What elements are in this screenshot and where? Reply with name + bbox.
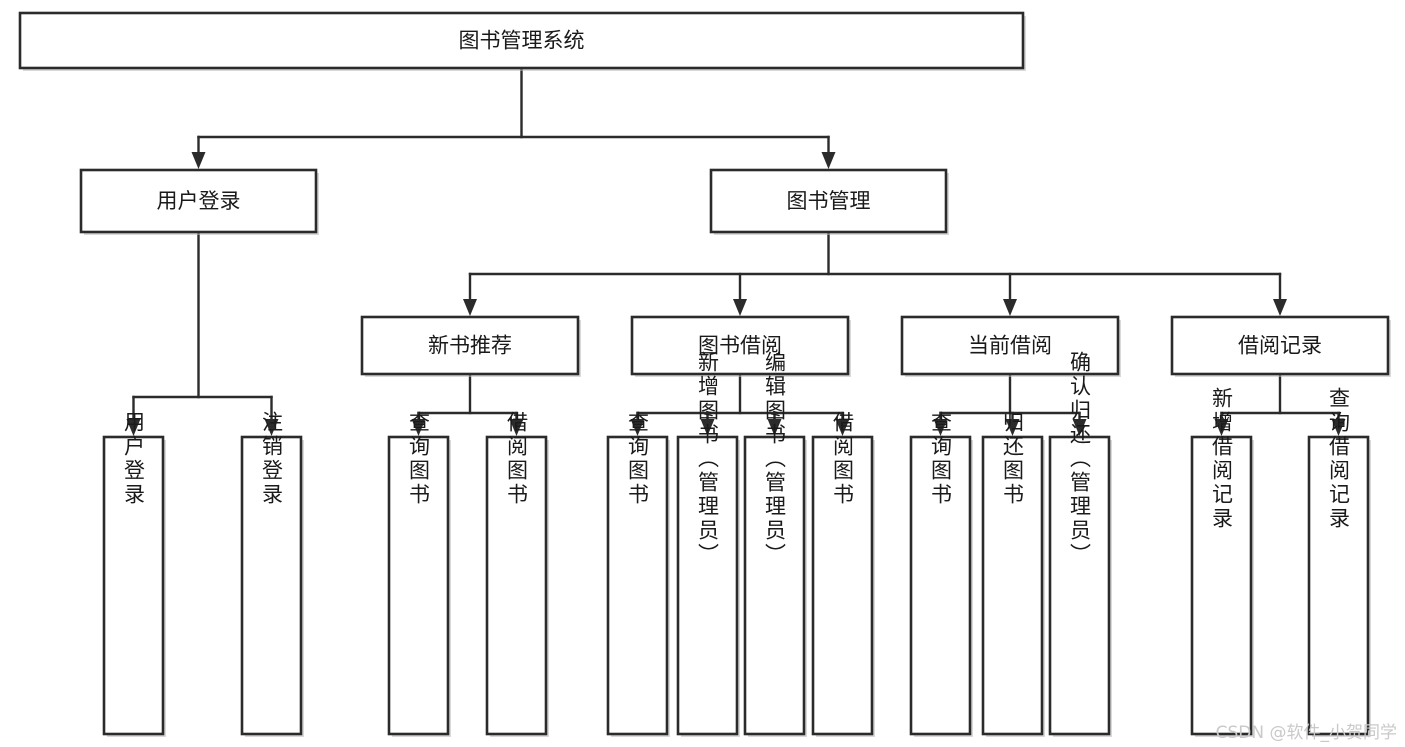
node-label: 查询借阅记录 [1327, 387, 1351, 531]
node-rect[interactable] [1190, 435, 1253, 736]
arrow-head-icon [1214, 419, 1229, 436]
node-rect[interactable] [606, 435, 669, 736]
node-rect[interactable] [743, 435, 806, 736]
node-label: 图书管理系统 [459, 29, 585, 53]
node-rect[interactable] [79, 168, 318, 234]
arrow-head-icon [630, 419, 645, 436]
node-rect[interactable] [811, 435, 874, 736]
node-user-login[interactable]: 用户登录 [79, 168, 319, 235]
node-rect[interactable] [709, 168, 948, 234]
node-label: 用户登录 [122, 411, 146, 507]
arrow-head-icon [767, 419, 782, 436]
node-leaf-logout[interactable]: 注销登录 [240, 411, 304, 737]
node-rect[interactable] [1307, 435, 1370, 736]
node-label: 借阅记录 [1238, 334, 1322, 358]
arrow-head-icon [1273, 299, 1287, 316]
arrow-head-icon [835, 419, 850, 436]
arrow-head-icon [411, 419, 426, 436]
arrow-head-icon [700, 419, 715, 436]
node-borrow-record[interactable]: 借阅记录 [1170, 315, 1391, 377]
arrow-head-icon [1003, 299, 1017, 316]
node-label: 注销登录 [260, 411, 284, 507]
node-leaf-add-record[interactable]: 新增借阅记录 [1190, 387, 1254, 737]
node-leaf-return-book[interactable]: 归还图书 [981, 411, 1045, 737]
node-label: 确认归还（管理员） [1068, 351, 1092, 567]
node-new-book-recommend[interactable]: 新书推荐 [360, 315, 581, 377]
node-label: 新增借阅记录 [1210, 387, 1234, 531]
node-leaf-query-book-rec[interactable]: 查询图书 [387, 411, 451, 737]
node-rect[interactable] [630, 315, 850, 376]
nodes-layer: 图书管理系统用户登录图书管理新书推荐图书借阅当前借阅借阅记录用户登录注销登录查询… [18, 11, 1391, 737]
node-rect[interactable] [485, 435, 548, 736]
node-label: 查询图书 [929, 411, 953, 507]
node-label: 图书借阅 [698, 334, 782, 358]
node-rect[interactable] [909, 435, 972, 736]
node-leaf-borrow-book-rec[interactable]: 借阅图书 [485, 411, 549, 737]
node-label: 借阅图书 [505, 411, 529, 507]
arrow-head-icon [933, 419, 948, 436]
node-leaf-query-book-borrow[interactable]: 查询图书 [606, 411, 670, 737]
node-label: 编辑图书（管理员） [763, 351, 787, 567]
arrow-head-icon [1331, 419, 1346, 436]
node-book-manage[interactable]: 图书管理 [709, 168, 949, 235]
node-leaf-borrow-book[interactable]: 借阅图书 [811, 411, 875, 737]
node-rect[interactable] [360, 315, 580, 376]
node-label: 查询图书 [626, 411, 650, 507]
arrow-head-icon [821, 152, 836, 169]
node-book-borrow[interactable]: 图书借阅 [630, 315, 851, 377]
node-label: 归还图书 [1001, 411, 1025, 507]
node-rect[interactable] [1048, 435, 1111, 736]
node-rect[interactable] [676, 435, 739, 736]
node-label: 查询图书 [407, 411, 431, 507]
node-rect[interactable] [102, 435, 165, 736]
node-leaf-query-record[interactable]: 查询借阅记录 [1307, 387, 1371, 737]
node-root[interactable]: 图书管理系统 [18, 11, 1026, 71]
connectors-layer [126, 66, 1346, 436]
arrow-head-icon [191, 152, 206, 169]
node-leaf-add-book[interactable]: 新增图书（管理员） [676, 351, 740, 737]
node-rect[interactable] [1170, 315, 1390, 376]
node-leaf-confirm-return[interactable]: 确认归还（管理员） [1048, 351, 1112, 737]
node-label: 用户登录 [157, 189, 241, 213]
node-rect[interactable] [18, 11, 1025, 70]
arrow-head-icon [1072, 419, 1087, 436]
arrow-head-icon [463, 299, 477, 316]
node-current-borrow[interactable]: 当前借阅 [900, 315, 1121, 377]
node-label: 图书管理 [787, 189, 871, 213]
node-rect[interactable] [387, 435, 450, 736]
arrow-head-icon [264, 419, 279, 436]
arrow-head-icon [509, 419, 524, 436]
arrow-head-icon [733, 299, 747, 316]
node-label: 借阅图书 [831, 411, 855, 507]
node-leaf-query-book-current[interactable]: 查询图书 [909, 411, 973, 737]
node-rect[interactable] [981, 435, 1044, 736]
node-leaf-user-login[interactable]: 用户登录 [102, 411, 166, 737]
node-label: 新增图书（管理员） [696, 351, 720, 567]
node-rect[interactable] [240, 435, 303, 736]
watermark-text: CSDN @软件_小贺同学 [1215, 723, 1397, 743]
arrow-head-icon [126, 419, 141, 436]
node-label: 新书推荐 [428, 334, 512, 358]
node-leaf-edit-book[interactable]: 编辑图书（管理员） [743, 351, 807, 737]
node-rect[interactable] [900, 315, 1120, 376]
arrow-head-icon [1005, 419, 1020, 436]
node-label: 当前借阅 [968, 334, 1052, 358]
